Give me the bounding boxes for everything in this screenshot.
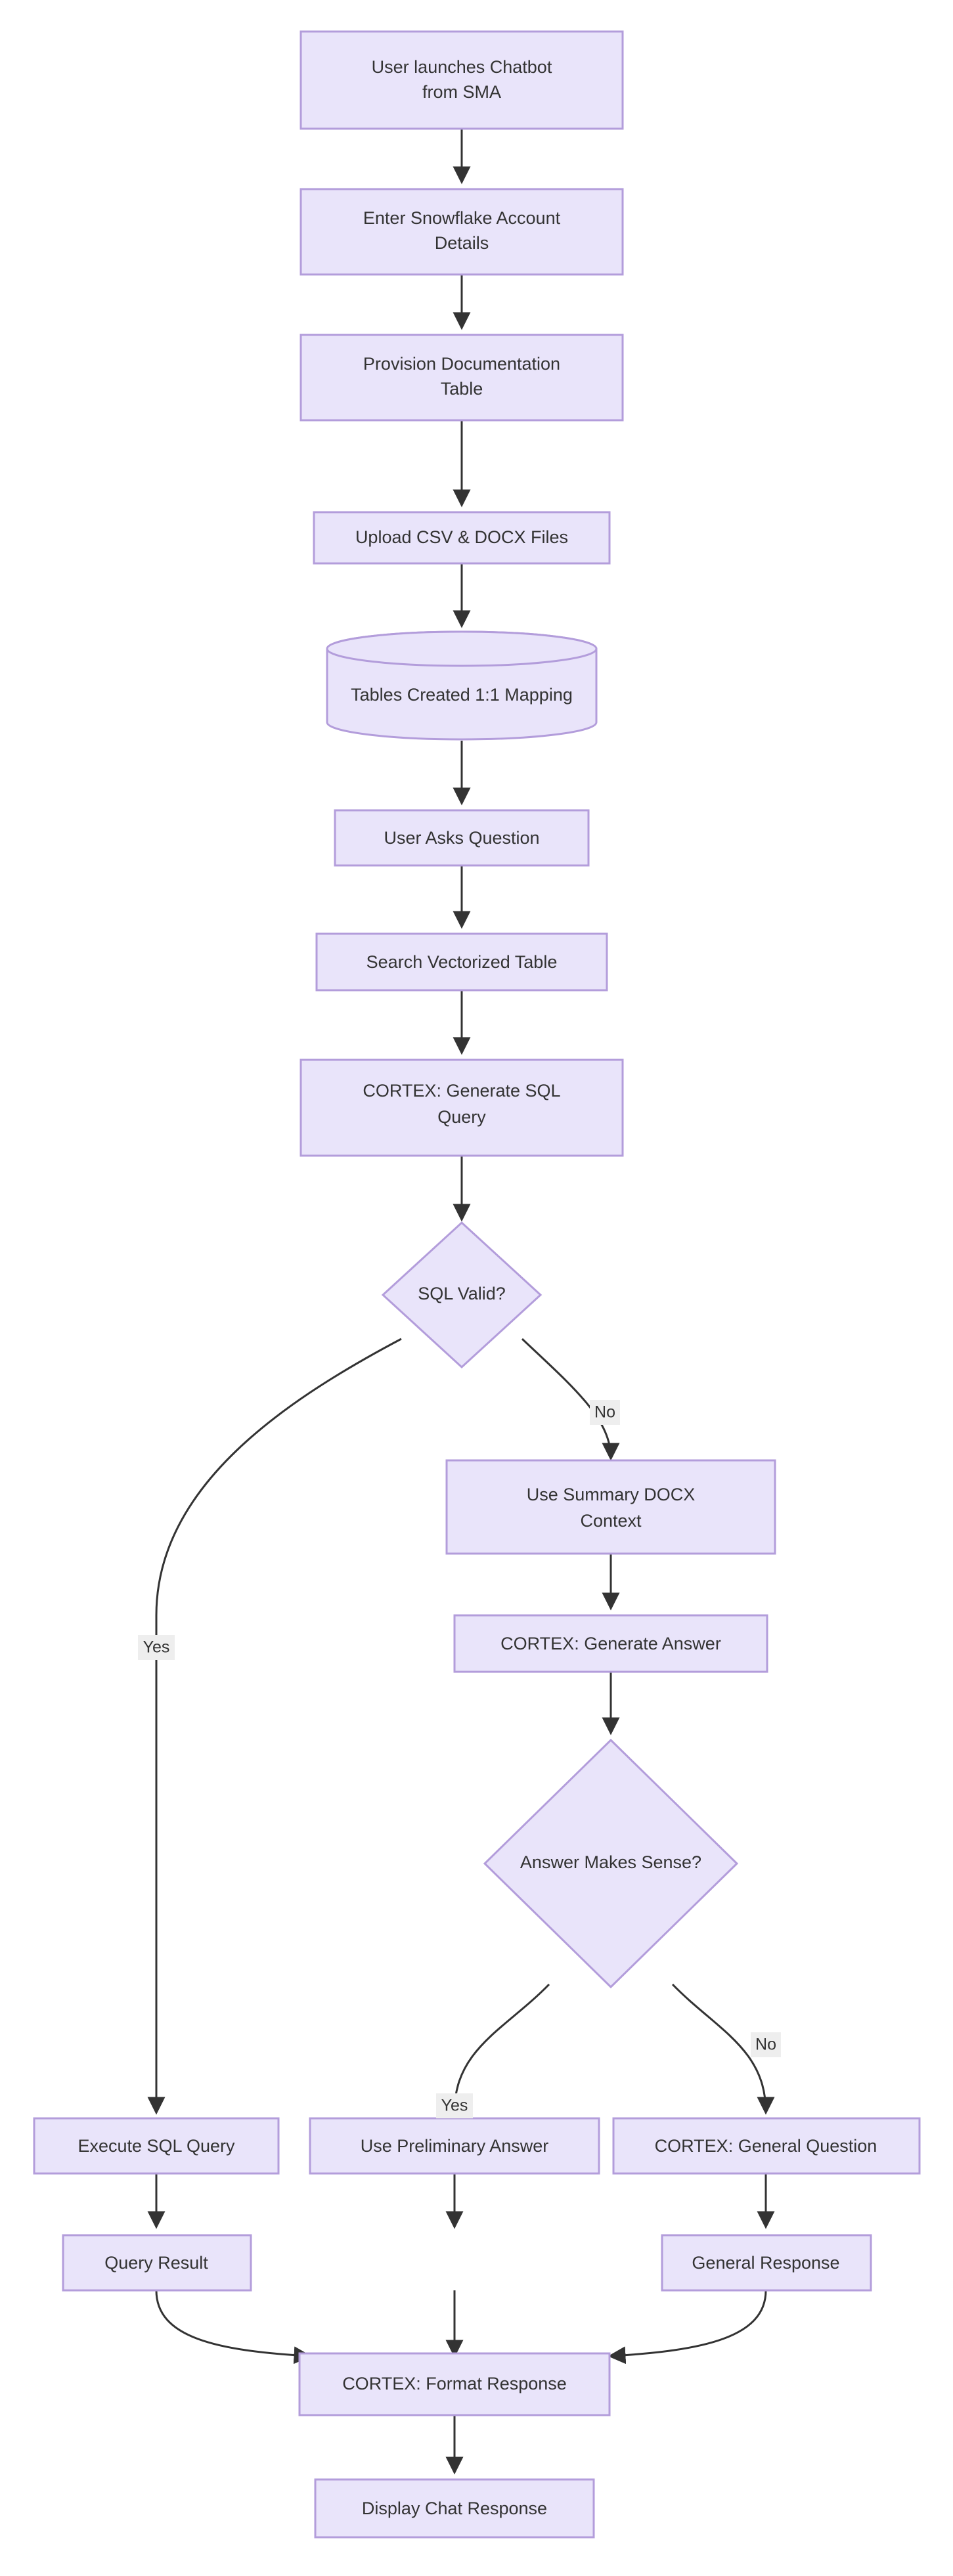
edge-label-background <box>751 2032 781 2057</box>
node-shape-cylinder-top <box>326 630 598 667</box>
edges-layer <box>147 129 775 2475</box>
node-cortex-generate-answer[interactable]: CORTEX: Generate Answer <box>453 1614 768 1673</box>
node-general-response[interactable]: General Response <box>661 2234 872 2292</box>
node-shape-rect <box>299 334 624 422</box>
node-cortex-generate-sql-query[interactable]: CORTEX: Generate SQL Query <box>299 1059 624 1157</box>
node-cortex-general-question[interactable]: CORTEX: General Question <box>612 2117 921 2175</box>
node-provision-documentation-table[interactable]: Provision Documentation Table <box>299 334 624 422</box>
node-user-asks-question[interactable]: User Asks Question <box>334 809 590 867</box>
node-shape-rect <box>299 1059 624 1157</box>
edge-n17-n18 <box>608 2290 767 2365</box>
node-upload-csv-docx-files[interactable]: Upload CSV & DOCX Files <box>313 511 611 565</box>
edge-n16-n18 <box>155 2290 312 2365</box>
node-shape-diamond <box>381 1221 543 1369</box>
node-shape-diamond <box>483 1738 739 1989</box>
node-display-chat-response[interactable]: Display Chat Response <box>314 2478 595 2539</box>
node-shape-rect <box>309 2117 600 2175</box>
edge-label-yes-sql-valid: Yes <box>138 1635 175 1660</box>
node-use-summary-docx-context[interactable]: Use Summary DOCX Context <box>445 1459 776 1555</box>
edge-label-yes-answer-makes-sense: Yes <box>436 2093 473 2118</box>
edge-label-background <box>436 2093 473 2118</box>
edge-n9-n13-yes <box>147 1338 402 2115</box>
node-enter-snowflake-account-details[interactable]: Enter Snowflake Account Details <box>299 188 624 276</box>
node-tables-created-mapping[interactable]: Tables Created 1:1 Mapping <box>326 630 598 741</box>
node-shape-rect <box>62 2234 252 2292</box>
node-shape-rect <box>298 2352 611 2416</box>
node-decision-answer-makes-sense[interactable]: Answer Makes Sense? <box>483 1738 739 1989</box>
edge-label-text: Yes <box>441 2097 468 2115</box>
node-use-preliminary-answer[interactable]: Use Preliminary Answer <box>309 2117 600 2175</box>
edge-n12-n15-no <box>671 1983 775 2115</box>
edge-label-no-answer-makes-sense: No <box>751 2032 781 2057</box>
edge-label-text: Yes <box>143 1638 170 1657</box>
node-shape-rect <box>445 1459 776 1555</box>
node-shape-rect <box>334 809 590 867</box>
node-user-launches-chatbot[interactable]: User launches Chatbot from SMA <box>299 30 624 130</box>
node-shape-rect <box>299 30 624 130</box>
node-search-vectorized-table[interactable]: Search Vectorized Table <box>315 932 608 992</box>
node-shape-rect <box>612 2117 921 2175</box>
edge-n12-n14-yes <box>445 1983 550 2115</box>
edge-label-background <box>590 1400 620 1425</box>
node-shape-rect <box>299 188 624 276</box>
edge-n9-n10-no <box>521 1338 620 1461</box>
node-execute-sql-query[interactable]: Execute SQL Query <box>33 2117 280 2175</box>
edge-label-no-sql-valid: No <box>590 1400 620 1425</box>
node-query-result[interactable]: Query Result <box>62 2234 252 2292</box>
node-shape-rect <box>313 511 611 565</box>
node-shape-rect <box>315 932 608 992</box>
node-cortex-format-response[interactable]: CORTEX: Format Response <box>298 2352 611 2416</box>
edge-label-background <box>138 1635 175 1660</box>
node-shape-rect <box>33 2117 280 2175</box>
edge-label-text: No <box>755 2036 776 2054</box>
edge-label-text: No <box>594 1403 615 1422</box>
node-shape-rect <box>661 2234 872 2292</box>
node-shape-rect <box>453 1614 768 1673</box>
node-shape-rect <box>314 2478 595 2539</box>
node-decision-sql-valid[interactable]: SQL Valid? <box>381 1221 543 1369</box>
